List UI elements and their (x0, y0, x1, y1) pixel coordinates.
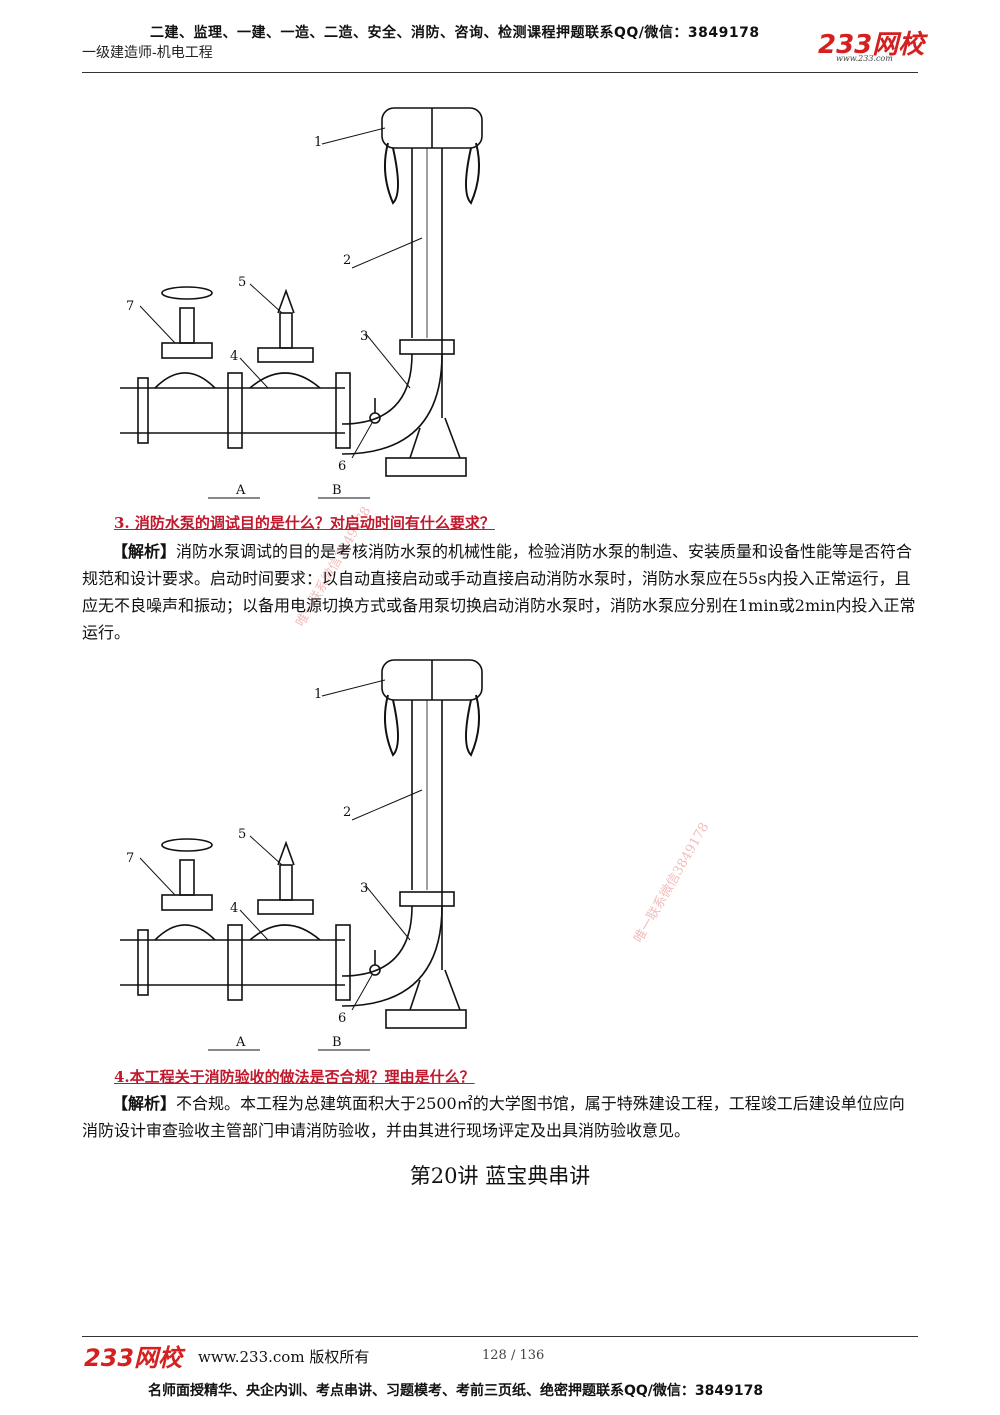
answer-tag: 【解析】 (112, 1094, 177, 1113)
answer-text: 消防水泵调试的目的是考核消防水泵的机械性能，检验消防水泵的制造、安装质量和设备性… (82, 542, 916, 642)
label-5: 5 (238, 275, 246, 290)
footer-logo: 233网校 (84, 1344, 183, 1372)
label-b: B (332, 483, 342, 498)
label-3: 3 (360, 881, 368, 896)
label-4: 4 (230, 349, 238, 364)
lecture-title: 第20讲 蓝宝典串讲 (409, 1164, 591, 1188)
hydrant-diagram-2: 1 2 3 4 5 6 7 A B (120, 659, 483, 1051)
label-6: 6 (338, 1011, 346, 1026)
question-3-answer: 【解析】消防水泵调试的目的是考核消防水泵的机械性能，检验消防水泵的制造、安装质量… (82, 538, 918, 646)
label-7: 7 (126, 851, 134, 866)
question-4-answer: 【解析】不合规。本工程为总建筑面积大于2500㎡的大学图书馆，属于特殊建设工程，… (82, 1090, 918, 1144)
label-3: 3 (360, 329, 368, 344)
label-4: 4 (230, 901, 238, 916)
brand-logo: 233网校 (818, 30, 925, 60)
answer-tag: 【解析】 (112, 542, 177, 561)
label-a: A (235, 483, 246, 498)
label-7: 7 (126, 299, 134, 314)
answer-text: 不合规。本工程为总建筑面积大于2500㎡的大学图书馆，属于特殊建设工程，工程竣工… (82, 1094, 905, 1140)
brand-logo-url: www.233.com (836, 54, 893, 63)
question-3-title: 3. 消防水泵的调试目的是什么？对启动时间有什么要求？ (114, 514, 495, 532)
footer-divider (82, 1336, 918, 1337)
label-a: A (235, 1035, 246, 1050)
label-b: B (332, 1035, 342, 1050)
question-4-title: 4.本工程关于消防验收的做法是否合规？理由是什么？ (114, 1068, 475, 1086)
label-1: 1 (314, 687, 322, 702)
label-5: 5 (238, 827, 246, 842)
label-2: 2 (343, 805, 351, 820)
label-6: 6 (338, 459, 346, 474)
page-number: 128 / 136 (482, 1348, 545, 1363)
hydrant-diagram-1: 1 2 3 4 5 6 7 A B (120, 107, 483, 499)
watermark: 唯一联系微信3849178 (631, 820, 713, 946)
label-1: 1 (314, 135, 322, 150)
header-promo-text: 二建、监理、一建、一造、二造、安全、消防、咨询、检测课程押题联系QQ/微信：38… (150, 25, 760, 41)
header-divider (82, 72, 918, 73)
footer-promo-text: 名师面授精华、央企内训、考点串讲、习题模考、考前三页纸、绝密押题联系QQ/微信：… (148, 1383, 764, 1399)
header-subject: 一级建造师-机电工程 (82, 45, 213, 61)
footer-site: www.233.com 版权所有 (198, 1348, 370, 1366)
label-2: 2 (343, 253, 351, 268)
